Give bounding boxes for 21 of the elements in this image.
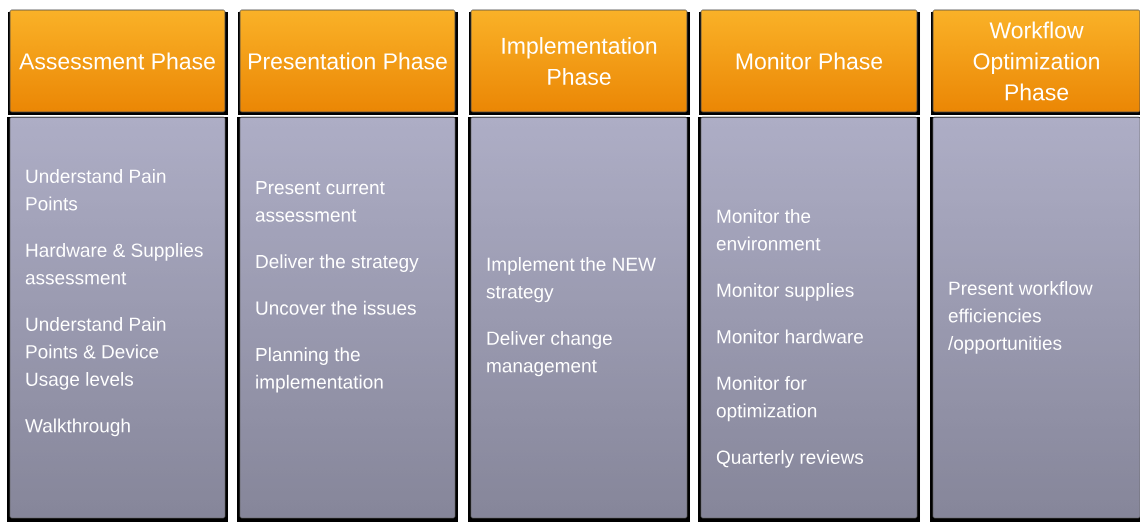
item-text: Planning the implementation — [256, 347, 383, 393]
item-text: Hardware & Supplies assessment — [25, 243, 203, 285]
item-text: Monitor the environment — [716, 209, 821, 251]
item-text: Uncover the issues — [256, 300, 416, 315]
phase-header: Workflow Optimization Phase — [931, 9, 1140, 115]
phase-header: Assessment Phase — [8, 9, 228, 115]
item-text: Walkthrough — [25, 418, 130, 437]
item-text: Present workflow efficiencies /opportunities — [948, 281, 1093, 354]
item-text: Present current assessment — [255, 181, 385, 222]
item-text: Understand Pain Points & Device Usage levels — [26, 317, 166, 390]
phase-header: Implementation Phase — [469, 9, 690, 115]
item-text: Implement the NEW strategy — [486, 257, 656, 303]
item-text: Deliver the strategy — [256, 254, 419, 272]
item-text: Monitor for optimization — [716, 376, 817, 422]
item-text: Deliver change management — [487, 331, 612, 377]
phase-header: Monitor Phase — [699, 9, 920, 115]
item-text: Understand Pain Points — [26, 169, 166, 211]
item-text: Quarterly reviews — [716, 450, 864, 468]
phase-header: Presentation Phase — [238, 9, 458, 115]
item-text: Monitor supplies — [717, 283, 854, 301]
item-text: Monitor hardware — [717, 329, 863, 344]
